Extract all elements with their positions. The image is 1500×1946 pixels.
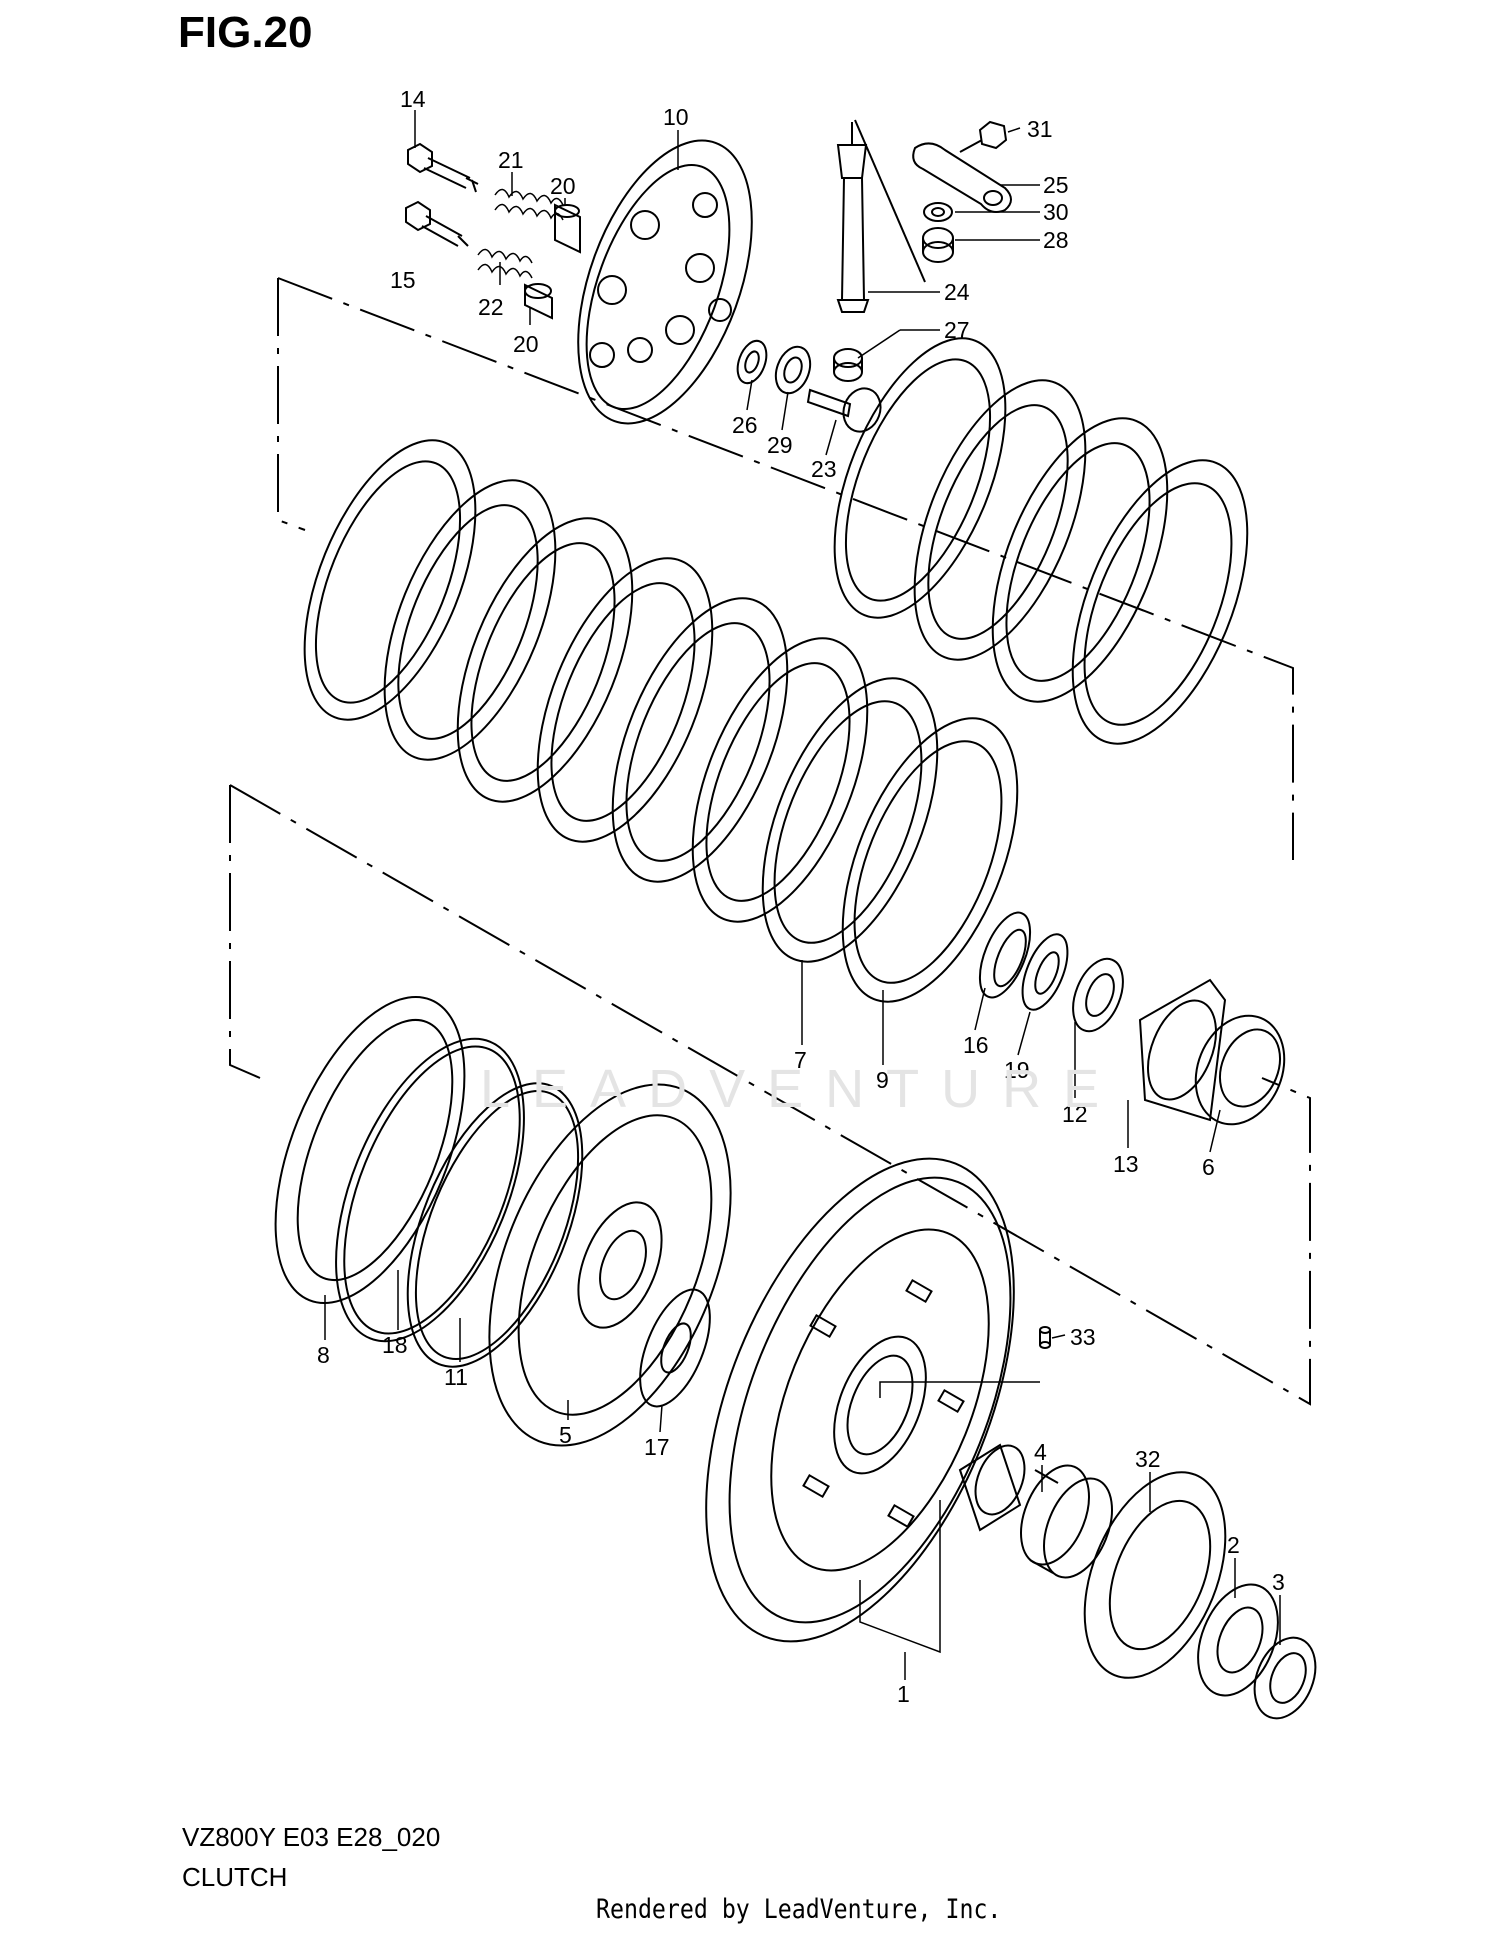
callout-24: 24 — [944, 279, 970, 305]
spring-guide-20b — [524, 283, 553, 320]
hub-6 — [1194, 1014, 1286, 1126]
footer-credit: Rendered by LeadVenture, Inc. — [596, 1894, 1002, 1925]
callout-7: 7 — [794, 1047, 807, 1073]
callout-26: 26 — [732, 412, 758, 438]
spring-21 — [494, 188, 564, 221]
callout-11: 11 — [444, 1364, 468, 1390]
bearing-12 — [1072, 957, 1124, 1033]
clutch-plate-stack-middle — [303, 439, 1019, 1003]
bearing-27 — [833, 348, 863, 382]
section-name: CLUTCH — [182, 1862, 288, 1892]
clutch-bolt-15 — [405, 200, 469, 247]
callout-13: 13 — [1113, 1151, 1139, 1177]
callout-18: 18 — [382, 1332, 408, 1358]
callout-12: 12 — [1062, 1101, 1088, 1127]
spring-guide-20a — [554, 203, 581, 254]
needle-bearing-4 — [1020, 1464, 1113, 1579]
callout-29: 29 — [767, 432, 793, 458]
seal-28 — [922, 227, 954, 263]
plate-13 — [1138, 978, 1227, 1122]
callout-3: 3 — [1272, 1569, 1285, 1595]
callout-16: 16 — [963, 1032, 989, 1058]
callout-32: 32 — [1135, 1446, 1161, 1472]
leader-lines — [324, 110, 1281, 1680]
washer-26 — [736, 339, 768, 385]
washer-2 — [1197, 1583, 1279, 1697]
primary-driven-gear-1 — [705, 1157, 1015, 1643]
callout-25: 25 — [1043, 172, 1069, 198]
bearing-29 — [774, 345, 812, 395]
callouts: 14 10 21 20 15 22 20 31 25 30 28 24 27 2… — [317, 86, 1285, 1707]
callout-31: 31 — [1027, 116, 1053, 142]
push-piece-23 — [806, 387, 882, 433]
clutch-bolt-14 — [407, 142, 479, 193]
callout-15: 15 — [390, 267, 416, 293]
callout-17: 17 — [644, 1434, 670, 1460]
washer-19 — [1021, 933, 1069, 1011]
callout-30: 30 — [1043, 199, 1069, 225]
clutch-hub-5 — [488, 1083, 732, 1447]
callout-14: 14 — [400, 86, 426, 112]
watermark: LEADVENTURE — [480, 1059, 1122, 1119]
callout-28: 28 — [1043, 227, 1069, 253]
callout-19: 19 — [1004, 1057, 1030, 1083]
release-arm-25 — [912, 142, 1012, 213]
callout-22: 22 — [478, 294, 504, 320]
callout-6: 6 — [1202, 1154, 1215, 1180]
callout-8: 8 — [317, 1342, 330, 1368]
collar-16 — [978, 911, 1032, 999]
callout-9: 9 — [876, 1067, 889, 1093]
gear-32 — [1083, 1471, 1227, 1679]
callout-33: 33 — [1070, 1324, 1096, 1350]
release-rod-24 — [836, 119, 926, 313]
callout-20a: 20 — [550, 173, 576, 199]
callout-2: 2 — [1227, 1532, 1240, 1558]
washer-30 — [923, 202, 953, 222]
sleeve-4a — [958, 1443, 1026, 1532]
figure-title: FIG.20 — [178, 8, 313, 57]
callout-20b: 20 — [513, 331, 539, 357]
callout-27: 27 — [944, 317, 970, 343]
callout-10: 10 — [663, 104, 689, 130]
callout-1: 1 — [897, 1681, 910, 1707]
callout-5: 5 — [559, 1422, 572, 1448]
spacer-33 — [1039, 1326, 1051, 1349]
ring-11 — [406, 1082, 584, 1368]
callout-21: 21 — [498, 147, 524, 173]
nut-3 — [1253, 1636, 1317, 1720]
spring-22 — [477, 248, 533, 279]
callout-4: 4 — [1034, 1439, 1047, 1465]
pressure-plate-10 — [577, 139, 753, 425]
washer-17 — [639, 1288, 711, 1408]
spring-plate-8 — [274, 995, 466, 1305]
bolt-31 — [959, 120, 1008, 153]
clutch-plate-stack-upper — [833, 337, 1249, 745]
ring-18 — [335, 1037, 525, 1343]
callout-23: 23 — [811, 456, 837, 482]
model-code: VZ800Y E03 E28_020 — [182, 1822, 441, 1852]
